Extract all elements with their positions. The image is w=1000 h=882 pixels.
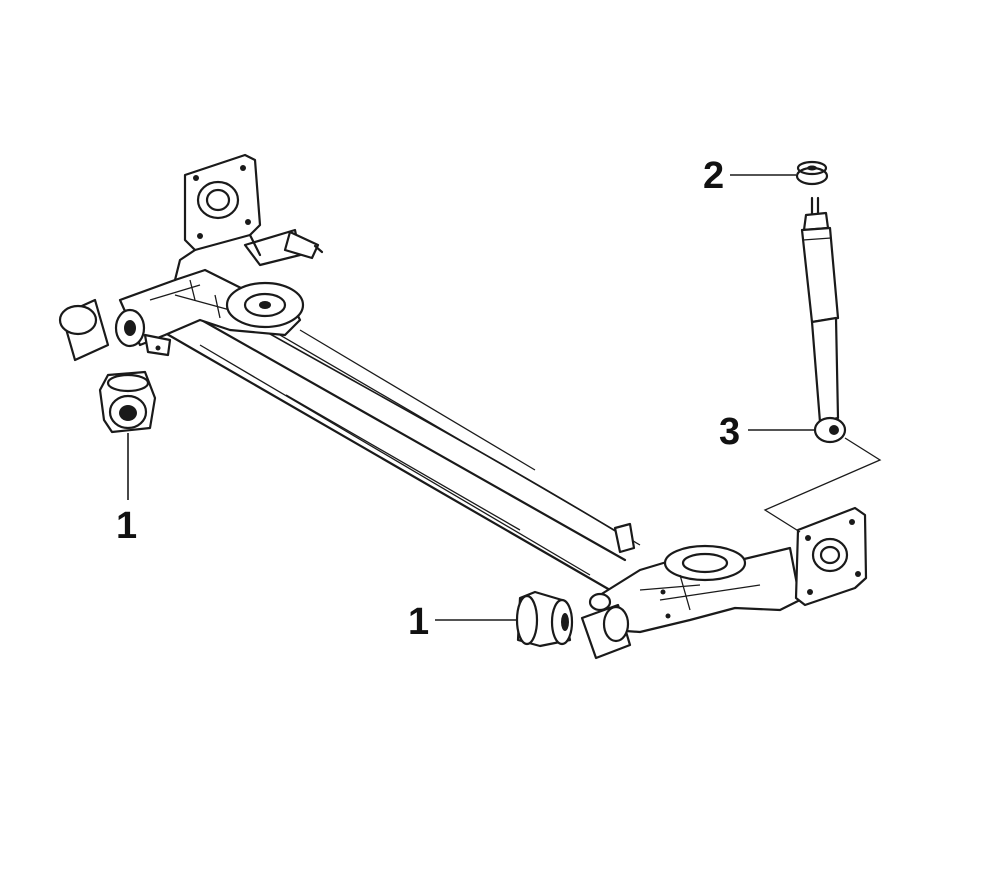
- callout-bushing-left: 1: [116, 505, 138, 547]
- bushing-right: [515, 590, 574, 648]
- callout-shock-absorber: 3: [719, 411, 741, 453]
- bushing-left: [98, 370, 157, 434]
- right-pivot-sleeve: [580, 592, 632, 660]
- shock-absorber: [800, 196, 847, 444]
- left-pivot-sleeve: [58, 298, 146, 362]
- twist-beam: [158, 299, 641, 592]
- left-mounting-plate: [173, 153, 262, 282]
- assembly-guide: [763, 437, 882, 533]
- shock-top-mount: [795, 160, 829, 186]
- right-mounting-plate: [794, 506, 868, 607]
- callout-bushing-right: 1: [408, 601, 430, 643]
- callout-shock-top-mount: 2: [703, 155, 725, 197]
- right-trailing-arm: [598, 522, 802, 634]
- left-trailing-arm: [118, 228, 324, 357]
- leader-lines: [127, 174, 815, 621]
